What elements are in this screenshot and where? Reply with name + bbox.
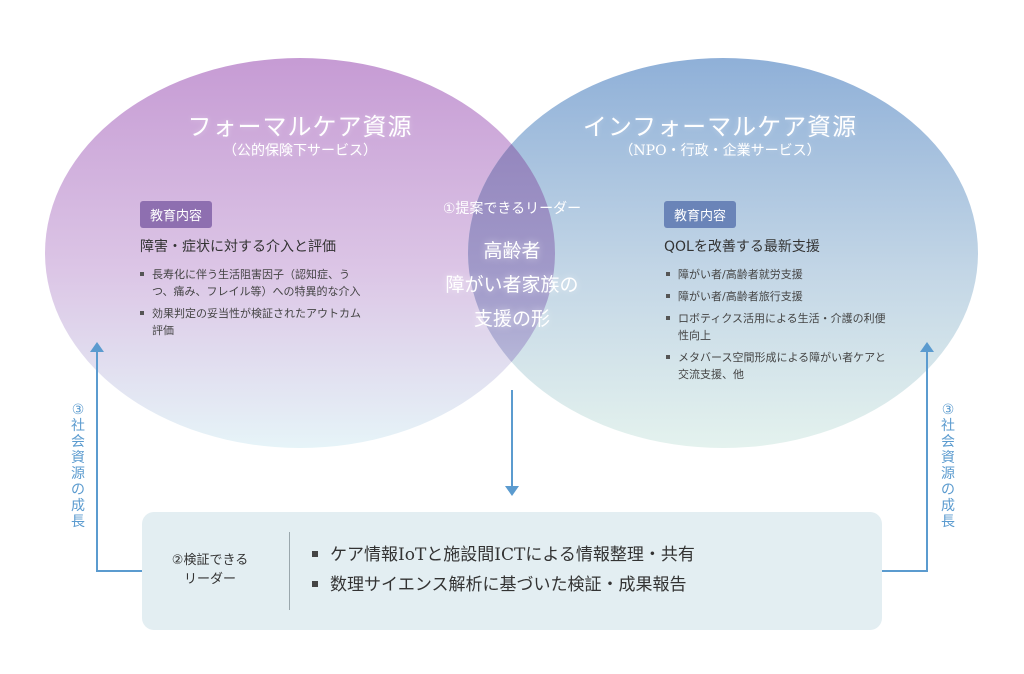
- left-heading: 障害・症状に対する介入と評価: [140, 239, 336, 255]
- growth-char: 資: [71, 450, 85, 466]
- growth-char: の: [941, 482, 955, 498]
- right-bullet-list: 障がい者/高齢者就労支援 障がい者/高齢者旅行支援 ロボティクス活用による生活・…: [664, 266, 894, 388]
- growth-char: 長: [71, 514, 85, 530]
- growth-char: の: [71, 482, 85, 498]
- verification-label-line: リーダー: [183, 572, 236, 587]
- right-growth-label: ③ 社 会 資 源 の 成 長: [940, 402, 956, 530]
- right-bullet-item: ロボティクス活用による生活・介護の利便性向上: [664, 310, 894, 344]
- right-heading: QOLを改善する最新支援: [664, 239, 820, 255]
- right-ellipse: [468, 58, 978, 448]
- right-circle-title: インフォーマルケア資源: [582, 113, 858, 141]
- verification-item: ケア情報IoTと施設間ICTによる情報整理・共有: [312, 540, 695, 570]
- center-leader-label: ①提案できるリーダー: [442, 201, 582, 217]
- bullet-square-icon: [312, 550, 318, 557]
- left-growth-arrowhead: [90, 342, 104, 352]
- left-circle-title: フォーマルケア資源: [187, 113, 413, 141]
- growth-char: 成: [71, 498, 85, 514]
- center-line: 障がい者家族の: [445, 274, 579, 296]
- verification-item-text: 数理サイエンス解析に基づいた検証・成果報告: [330, 575, 687, 595]
- growth-char: ③: [941, 402, 955, 418]
- growth-char: 会: [71, 434, 85, 450]
- left-bullet-list: 長寿化に伴う生活阻害因子（認知症、うつ、痛み、フレイル等）への特異的な介入 効果…: [138, 266, 370, 344]
- left-bullet-item: 効果判定の妥当性が検証されたアウトカム評価: [138, 305, 370, 339]
- center-line: 高齢者: [483, 240, 541, 262]
- left-circle-subtitle: （公的保険下サービス）: [223, 143, 377, 159]
- growth-char: 長: [941, 514, 955, 530]
- bullet-square-icon: [312, 580, 318, 587]
- right-growth-arrow: [882, 350, 928, 572]
- verification-label-line: ②検証できる: [171, 553, 249, 568]
- right-education-badge: 教育内容: [664, 201, 737, 228]
- growth-char: ③: [71, 402, 85, 418]
- verification-item-text: ケア情報IoTと施設間ICTによる情報整理・共有: [330, 545, 695, 565]
- verification-box: [142, 512, 882, 630]
- left-ellipse: [45, 58, 555, 448]
- right-growth-arrowhead: [920, 342, 934, 352]
- verification-item: 数理サイエンス解析に基づいた検証・成果報告: [312, 570, 695, 600]
- box-divider: [289, 532, 290, 610]
- growth-char: 成: [941, 498, 955, 514]
- center-main-text: 高齢者 障がい者家族の 支援の形: [412, 234, 612, 336]
- growth-char: 源: [71, 466, 85, 482]
- growth-char: 源: [941, 466, 955, 482]
- right-bullet-item: 障がい者/高齢者就労支援: [664, 266, 894, 283]
- left-growth-arrow: [96, 350, 142, 572]
- growth-char: 社: [941, 418, 955, 434]
- left-bullet-item: 長寿化に伴う生活阻害因子（認知症、うつ、痛み、フレイル等）への特異的な介入: [138, 266, 370, 300]
- center-down-arrowhead: [505, 486, 519, 496]
- verification-items: ケア情報IoTと施設間ICTによる情報整理・共有 数理サイエンス解析に基づいた検…: [312, 540, 695, 600]
- growth-char: 会: [941, 434, 955, 450]
- right-bullet-item: メタバース空間形成による障がい者ケアと交流支援、他: [664, 349, 894, 383]
- growth-char: 社: [71, 418, 85, 434]
- left-education-badge: 教育内容: [140, 201, 213, 228]
- left-growth-label: ③ 社 会 資 源 の 成 長: [70, 402, 86, 530]
- center-line: 支援の形: [473, 308, 550, 330]
- growth-char: 資: [941, 450, 955, 466]
- right-circle-subtitle: （NPO・行政・企業サービス）: [619, 143, 821, 159]
- verification-leader-label: ②検証できる リーダー: [150, 551, 270, 589]
- right-bullet-item: 障がい者/高齢者旅行支援: [664, 288, 894, 305]
